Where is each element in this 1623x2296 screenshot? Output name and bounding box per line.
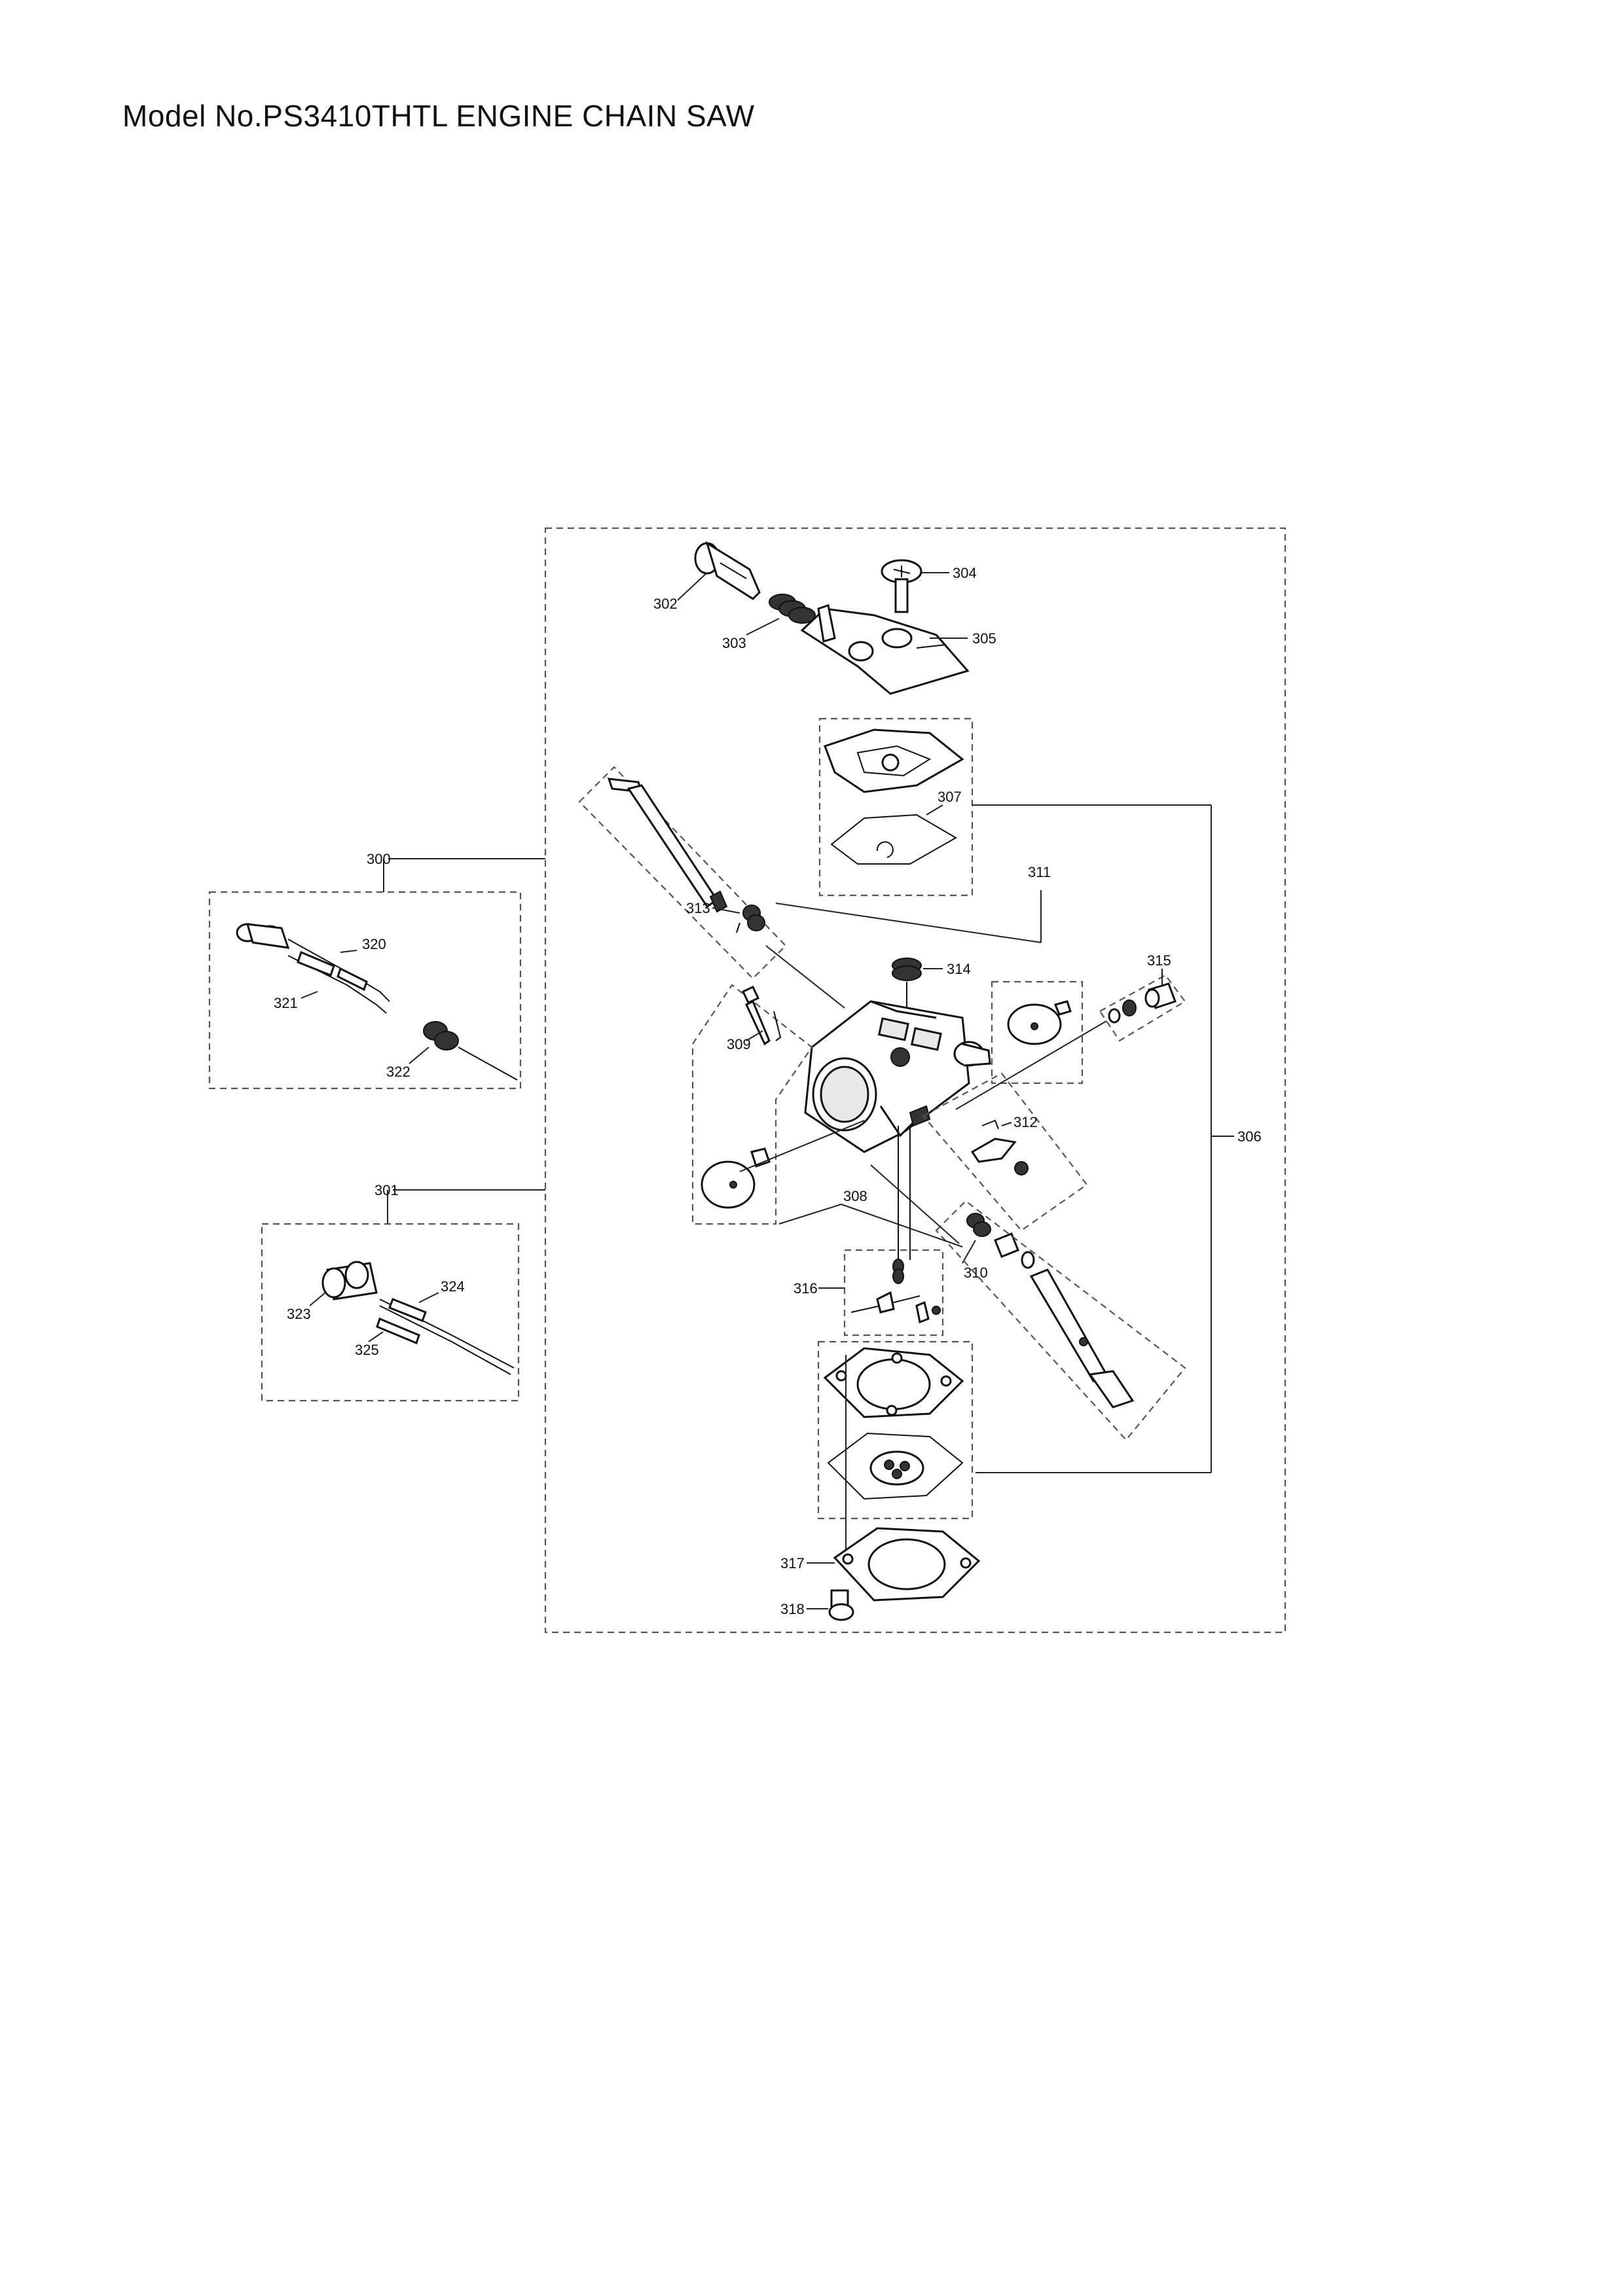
part-309-needle	[742, 986, 782, 1046]
part-pump-gasket	[823, 1347, 964, 1418]
label-307: 307	[938, 789, 962, 805]
label-300: 300	[367, 851, 391, 867]
kit-315-frame	[1099, 974, 1186, 1042]
kit-311-frame	[991, 980, 1084, 1085]
label-325: 325	[355, 1342, 379, 1358]
kit-300-parts	[236, 923, 518, 1081]
label-302: 302	[653, 596, 678, 612]
part-303-spring	[769, 594, 816, 624]
label-312: 312	[1013, 1114, 1038, 1130]
kit-316-frame	[843, 1249, 944, 1336]
part-315-fitting	[1108, 982, 1176, 1024]
kit-313-frame	[578, 766, 787, 980]
label-308: 308	[843, 1188, 867, 1204]
label-305: 305	[972, 630, 996, 647]
label-320: 320	[362, 936, 386, 952]
kit-301-parts	[321, 1261, 515, 1375]
kit-301-frame	[261, 1223, 520, 1402]
kit-choke-shaft-frame	[935, 1200, 1186, 1441]
part-309-throttle-plate	[701, 1147, 771, 1209]
label-324: 324	[441, 1278, 465, 1295]
part-304-screw	[881, 559, 922, 613]
part-313-throttle-shaft	[607, 778, 765, 933]
part-302-adjusting-screw	[694, 541, 761, 600]
kit-300-frame	[208, 891, 522, 1090]
part-311-choke-plate	[1007, 1000, 1072, 1045]
label-316: 316	[793, 1280, 818, 1297]
label-301: 301	[374, 1182, 399, 1198]
label-321: 321	[274, 995, 298, 1011]
label-311: 311	[1028, 864, 1051, 880]
label-313: 313	[686, 900, 710, 916]
label-323: 323	[287, 1306, 311, 1322]
label-317: 317	[780, 1555, 805, 1571]
label-310: 310	[964, 1265, 988, 1281]
label-315: 315	[1147, 952, 1171, 969]
part-318-screw	[828, 1589, 854, 1621]
part-312-lever	[970, 1119, 1029, 1175]
part-316-metering-lever	[850, 1126, 941, 1324]
label-304: 304	[953, 565, 977, 581]
label-303: 303	[722, 635, 746, 651]
part-305-cover	[800, 604, 970, 695]
part-314-needle-gear	[892, 958, 922, 1021]
label-318: 318	[780, 1601, 805, 1617]
label-322: 322	[386, 1064, 410, 1080]
label-309: 309	[727, 1036, 751, 1052]
part-310-spring	[966, 1213, 1035, 1269]
part-pump-diaphragm	[827, 1432, 964, 1500]
label-314: 314	[947, 961, 971, 977]
label-306: 306	[1237, 1128, 1262, 1145]
kit-312-frame	[922, 1072, 1088, 1232]
part-307-gasket-diaphragm	[824, 728, 964, 865]
page-title: Model No.PS3410THTL ENGINE CHAIN SAW	[122, 99, 755, 133]
part-317-cover	[833, 1527, 981, 1602]
part-choke-shaft	[1029, 1268, 1135, 1408]
kit-lower-gasket-frame	[817, 1340, 974, 1520]
kit-307-frame	[818, 717, 974, 897]
main-assembly-frame	[544, 527, 1286, 1634]
kit-309-frame	[691, 984, 813, 1225]
